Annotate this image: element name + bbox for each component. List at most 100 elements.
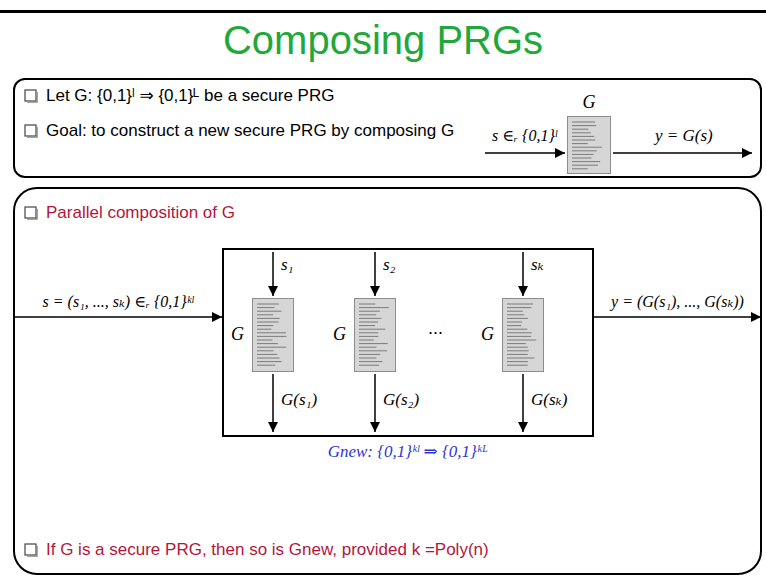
document-line [359, 311, 380, 312]
document-line [572, 122, 595, 123]
document-image [354, 298, 396, 372]
document-line [507, 340, 536, 341]
bullet-square [25, 125, 36, 136]
document-line [507, 304, 533, 305]
document-line [359, 325, 375, 326]
text-holder: s = (s₁, ..., sₖ) ∈ᵣ {0,1}ᵏˡ [43, 292, 194, 311]
document-line [359, 318, 382, 319]
document-line [257, 336, 287, 337]
text-holder: s₂ [383, 255, 396, 275]
document-line [507, 343, 526, 344]
input-arrow [522, 252, 524, 296]
signal-label: s₁ [281, 255, 294, 275]
text-holder: G [481, 324, 494, 346]
text-holder: G [567, 92, 611, 114]
bullet-squares [25, 90, 36, 555]
document-line [257, 354, 277, 355]
composition-panel: Parallel composition of G If G is a secur… [13, 187, 762, 575]
document-line [359, 332, 378, 333]
document-line [257, 343, 278, 344]
text-holder: G [231, 324, 244, 346]
document-line [507, 347, 528, 348]
document-line [572, 143, 588, 144]
document-line [257, 358, 280, 359]
signal-label: G(s₂) [383, 390, 419, 410]
text-holder: G(s₁) [281, 390, 317, 410]
document-line [572, 154, 594, 155]
document-line [572, 125, 596, 126]
bullet-shadow [27, 209, 37, 219]
output-arrow [613, 152, 752, 154]
text-holder: If G is a secure PRG, then so is Gnew, p… [46, 540, 489, 560]
document-image [567, 116, 611, 174]
document-line [572, 150, 597, 151]
document-line [507, 358, 534, 359]
output-arrow [374, 374, 376, 432]
document-line [257, 307, 274, 308]
document-line [257, 311, 282, 312]
document-image [252, 298, 294, 372]
section-heading: Parallel composition of G [46, 203, 235, 223]
connector-label: y = (G(s₁), ..., G(sₖ)) [611, 292, 744, 311]
document-line [572, 165, 598, 166]
document-page [568, 117, 611, 174]
document-line [257, 340, 272, 341]
document-line [507, 322, 522, 323]
bullet-square [25, 207, 36, 218]
text-holder: Gnew: {0,1}ᵏˡ ⇒ {0,1}ᵏᴸ [222, 442, 594, 462]
bullet-shadow [27, 546, 37, 556]
bullet-shadow [27, 92, 37, 102]
signal-arrows [273, 153, 752, 432]
document-line [507, 329, 527, 330]
output-arrow [272, 374, 274, 432]
prg-block: G [502, 298, 544, 372]
document-line [257, 347, 286, 348]
document-line [359, 350, 387, 351]
bullet-text: Let G: {0,1}ˡ ⇒ {0,1}ᴸ be a secure PRG [46, 86, 334, 106]
document-line [359, 329, 385, 330]
bullet-square [25, 90, 36, 101]
document-line [507, 361, 528, 362]
document-page [253, 299, 294, 372]
document-line [257, 322, 279, 323]
slide-title: Composing PRGs [223, 16, 543, 64]
input-arrow [272, 252, 274, 296]
text-holder: Let G: {0,1}ˡ ⇒ {0,1}ᴸ be a secure PRG [46, 86, 334, 106]
document-line [507, 325, 521, 326]
document-line [359, 336, 378, 337]
block-label: G [333, 324, 346, 346]
connector-label: s = (s₁, ..., sₖ) ∈ᵣ {0,1}ᵏˡ [43, 292, 194, 311]
signal-label: G(sₖ) [531, 390, 567, 410]
document-line [359, 354, 380, 355]
document-line [572, 129, 588, 130]
bullet-text: Goal: to construct a new secure PRG by c… [46, 121, 454, 141]
signal-label: y = G(s) [655, 126, 713, 146]
document-line [257, 361, 282, 362]
prg-block: G [354, 298, 396, 372]
block-label: G [583, 92, 596, 114]
header-rule [0, 10, 766, 13]
prg-block: G [252, 298, 294, 372]
text-holder: s₁ [281, 255, 294, 275]
text-holder: sₖ [531, 255, 544, 275]
document-line [507, 350, 529, 351]
document-line [257, 332, 286, 333]
document-line [507, 314, 524, 315]
document-page [503, 299, 544, 372]
document-line [257, 365, 275, 366]
document-line [507, 336, 531, 337]
document-line [359, 304, 375, 305]
bullet-shadow [27, 127, 37, 137]
document-line [359, 347, 376, 348]
document-line [257, 350, 274, 351]
text-holder: s ∈ᵣ {0,1}ˡ [492, 126, 557, 145]
text-holder: ... [428, 318, 443, 340]
document-line [572, 161, 600, 162]
document-line [507, 332, 532, 333]
signal-label: sₖ [531, 255, 544, 275]
document-line [359, 343, 388, 344]
input-arrow [485, 152, 565, 154]
document-line [257, 329, 271, 330]
document-line [507, 318, 528, 319]
